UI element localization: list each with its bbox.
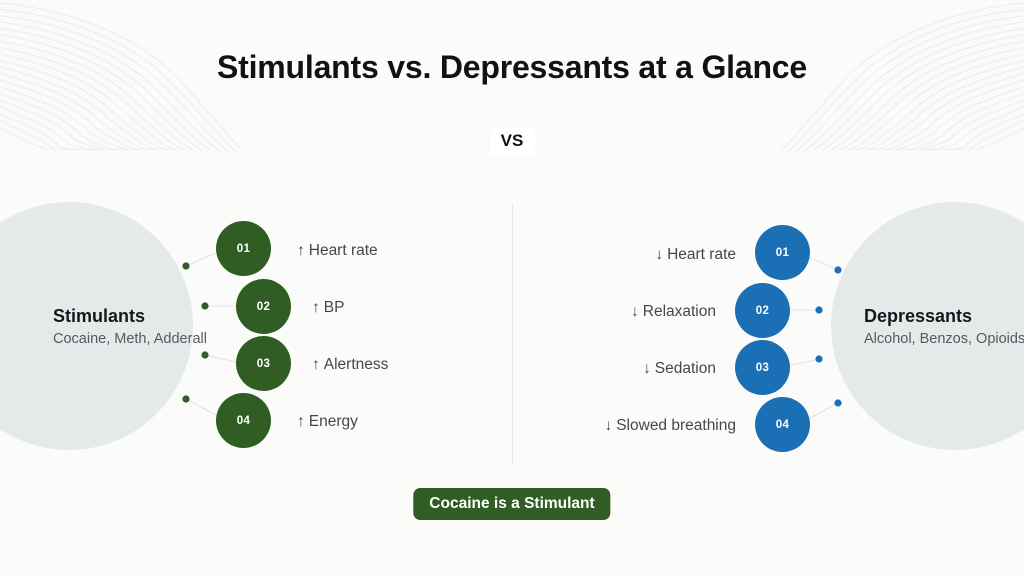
arrow-down-icon: ↓ bbox=[655, 246, 664, 263]
stimulant-effect-item-02: ↑BP bbox=[312, 300, 344, 316]
arrow-up-icon: ↑ bbox=[312, 299, 320, 316]
stimulant-effect-item-01: ↑Heart rate bbox=[297, 243, 378, 259]
arrow-down-icon: ↓ bbox=[643, 360, 651, 377]
stimulant-effect-item-03: ↑Alertness bbox=[312, 357, 388, 373]
depressant-effect-item-04: ↓Slowed breathing bbox=[604, 418, 736, 434]
arrow-down-icon: ↓ bbox=[604, 417, 613, 434]
depressants-backdrop-circle bbox=[831, 202, 1024, 450]
stimulant-effect-text-03: Alertness bbox=[323, 356, 389, 373]
arrow-up-icon: ↑ bbox=[312, 356, 320, 373]
depressant-number-badge-01[interactable]: 01 bbox=[755, 225, 810, 280]
stimulants-label-group: Stimulants Cocaine, Meth, Adderall bbox=[53, 305, 253, 350]
page-title: Stimulants vs. Depressants at a Glance bbox=[217, 49, 807, 85]
stimulant-number-badge-02[interactable]: 02 bbox=[236, 279, 291, 334]
depressant-effect-text-03: Sedation bbox=[654, 360, 716, 377]
depressant-number-badge-03[interactable]: 03 bbox=[735, 340, 790, 395]
stimulants-backdrop-circle bbox=[0, 202, 193, 450]
stimulant-number-badge-03[interactable]: 03 bbox=[236, 336, 291, 391]
caption-badge: Cocaine is a Stimulant bbox=[413, 488, 611, 520]
stimulants-subtitle: Cocaine, Meth, Adderall bbox=[53, 331, 207, 348]
depressants-subtitle: Alcohol, Benzos, Opioids bbox=[864, 331, 1024, 348]
depressant-effect-item-01: ↓Heart rate bbox=[655, 247, 736, 263]
stimulant-number-badge-01[interactable]: 01 bbox=[216, 221, 271, 276]
depressant-number-badge-04[interactable]: 04 bbox=[755, 397, 810, 452]
stimulant-effect-text-01: Heart rate bbox=[308, 242, 378, 259]
depressant-effect-item-02: ↓Relaxation bbox=[631, 304, 716, 320]
depressant-effect-text-04: Slowed breathing bbox=[616, 417, 736, 434]
stimulant-effect-text-04: Energy bbox=[308, 413, 358, 430]
depressant-effect-text-02: Relaxation bbox=[642, 303, 716, 320]
arrow-down-icon: ↓ bbox=[631, 303, 639, 320]
stimulant-number-badge-04[interactable]: 04 bbox=[216, 393, 271, 448]
depressants-label-group: Depressants Alcohol, Benzos, Opioids bbox=[864, 305, 1024, 350]
stimulant-effect-item-04: ↑Energy bbox=[297, 414, 358, 430]
depressant-effect-item-03: ↓Sedation bbox=[643, 361, 716, 377]
arrow-up-icon: ↑ bbox=[297, 242, 305, 259]
stimulants-heading: Stimulants bbox=[53, 306, 146, 326]
depressant-number-badge-02[interactable]: 02 bbox=[735, 283, 790, 338]
stimulant-effect-text-02: BP bbox=[323, 299, 345, 316]
vs-badge: VS bbox=[489, 127, 535, 156]
depressant-effect-text-01: Heart rate bbox=[667, 246, 736, 263]
center-divider bbox=[512, 205, 513, 463]
arrow-up-icon: ↑ bbox=[297, 413, 305, 430]
depressants-heading: Depressants bbox=[864, 306, 973, 326]
